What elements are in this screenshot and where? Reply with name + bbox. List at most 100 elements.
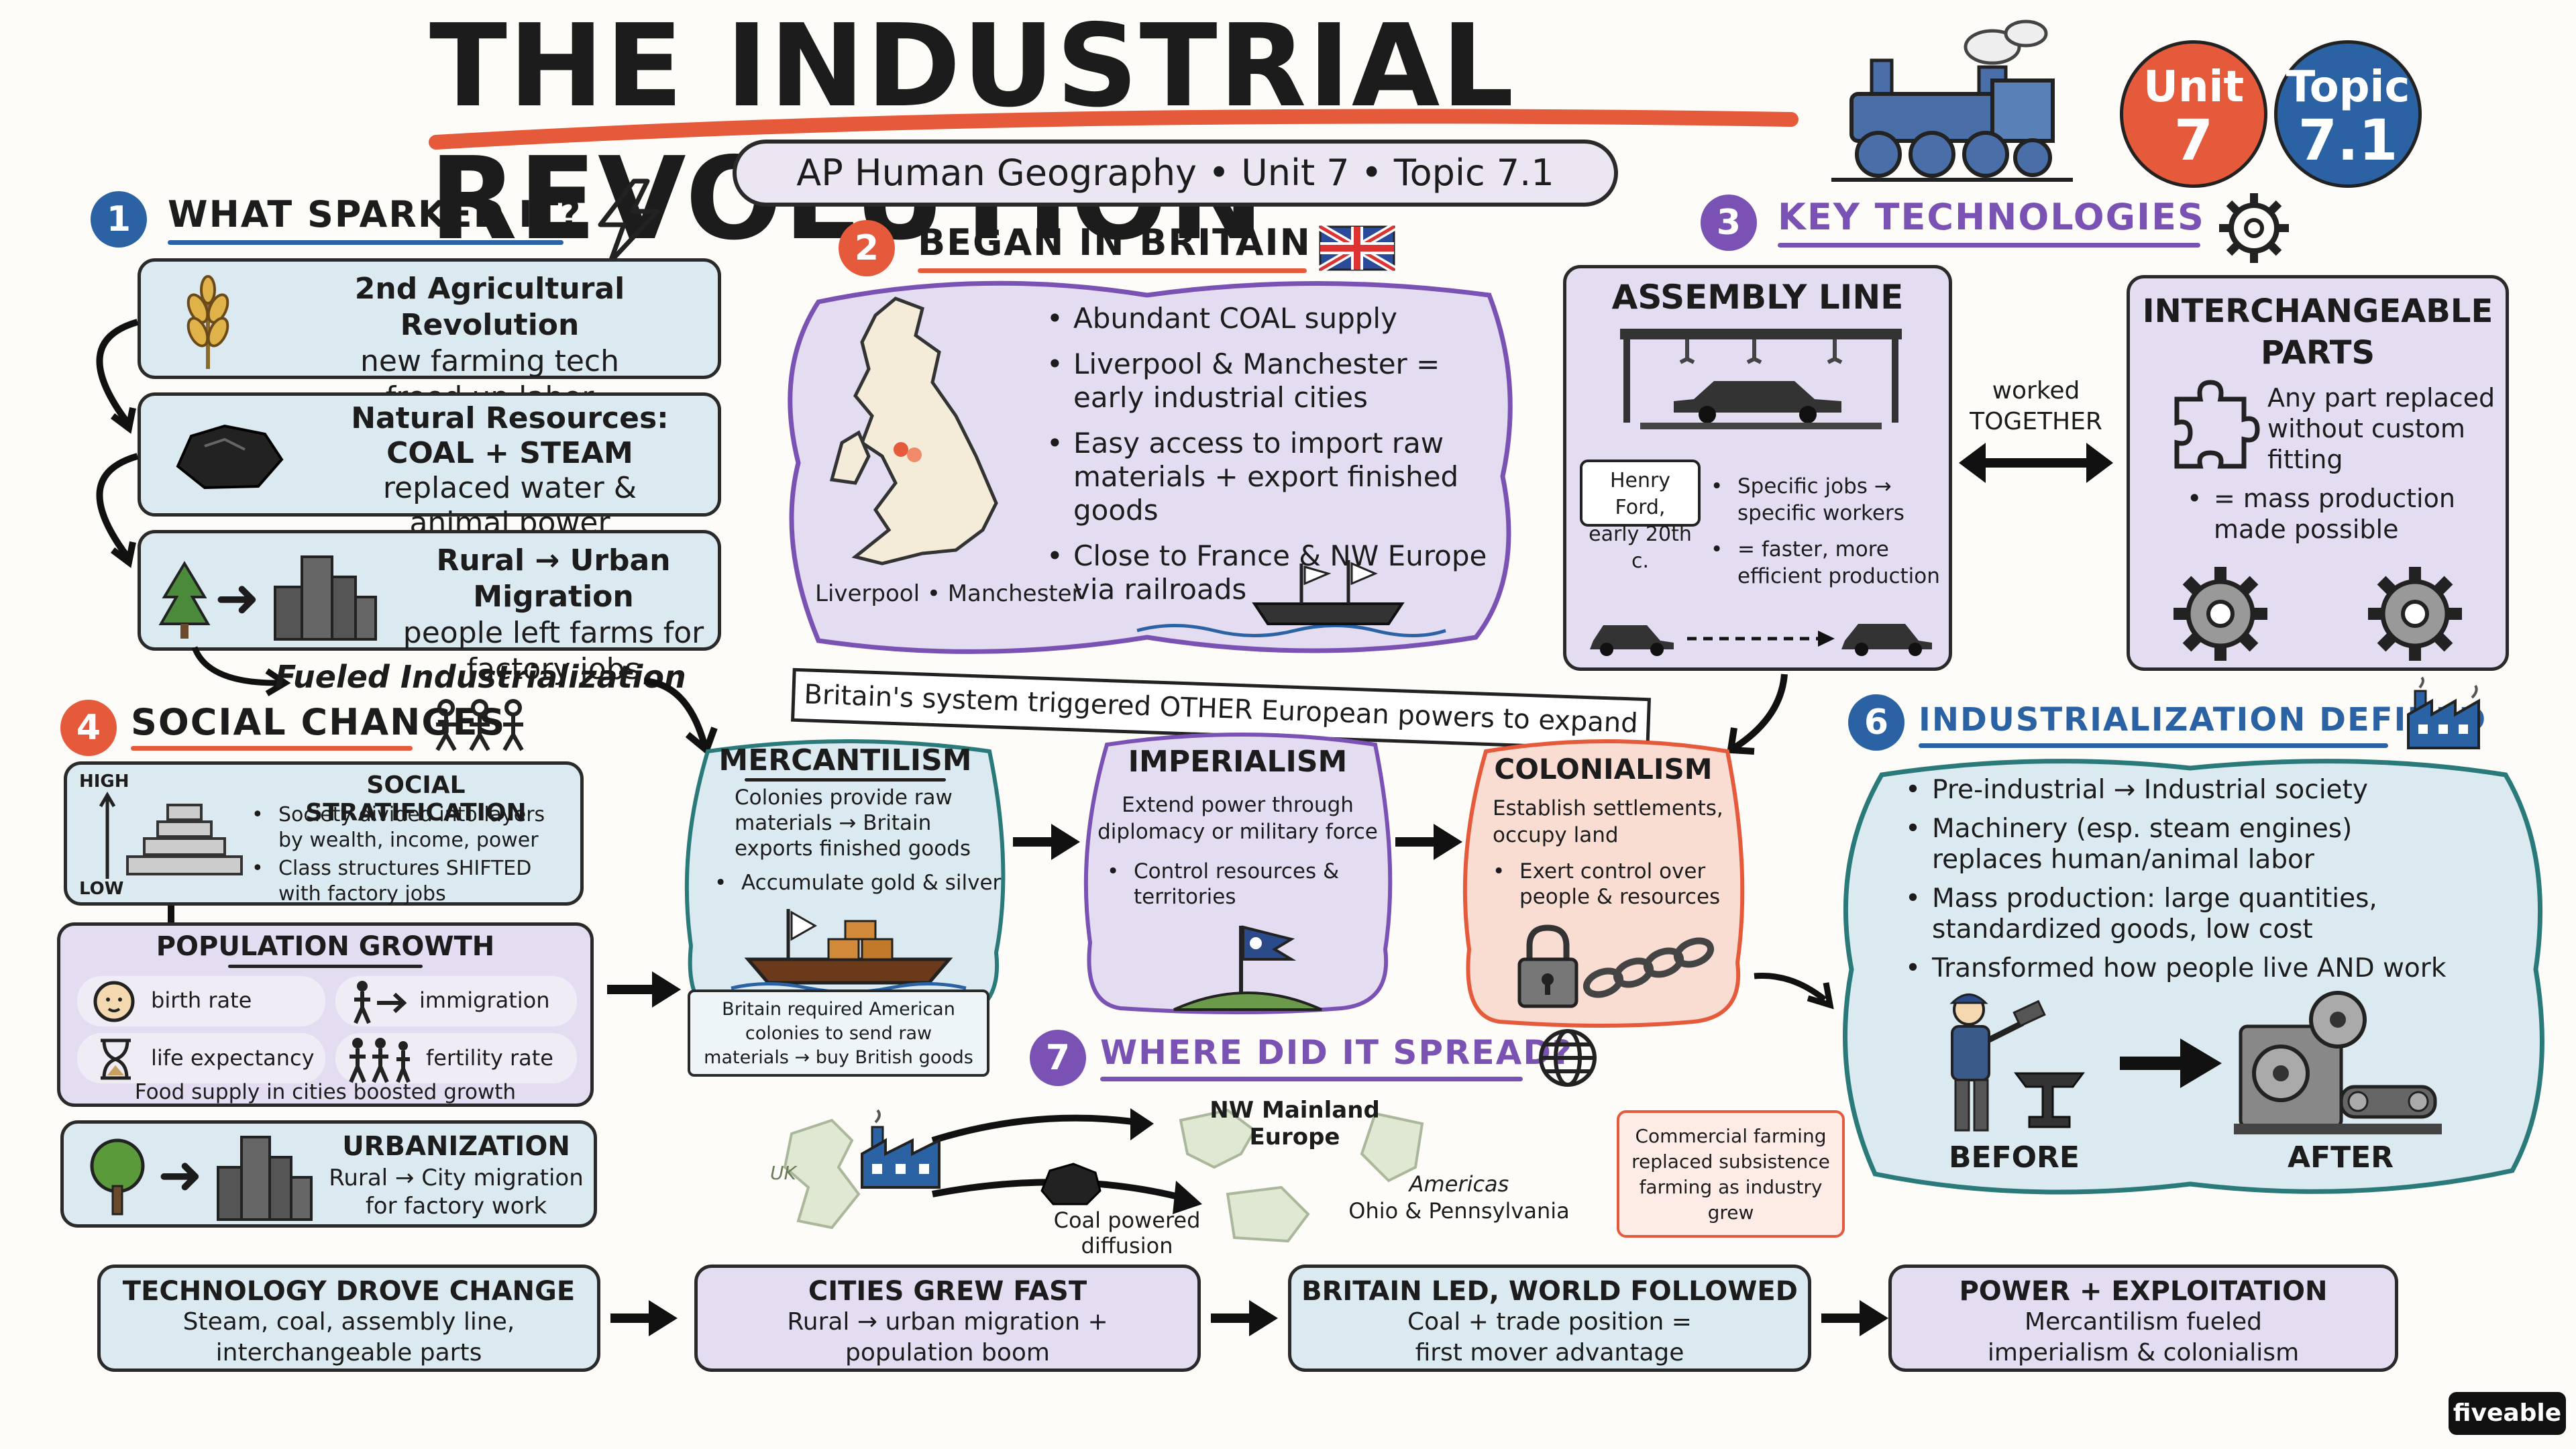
population-to-mercantilism-arrow <box>607 971 681 1008</box>
resources-line1: COAL + STEAM <box>386 436 633 470</box>
urban-arrow-icon: ➜ <box>158 1144 203 1206</box>
summary-title: CITIES GREW FAST <box>808 1276 1087 1307</box>
imperialism-line1: Extend power through <box>1122 793 1354 817</box>
henry-ford-line2: early 20th c. <box>1589 523 1692 573</box>
britain-map-label: Liverpool • Manchester <box>815 580 1081 607</box>
summary-card-technology: TECHNOLOGY DROVE CHANGE Steam, coal, ass… <box>97 1265 600 1372</box>
henry-ford-note: Henry Ford, early 20th c. <box>1580 460 1701 573</box>
summary-line1: Rural → urban migration + <box>787 1308 1108 1336</box>
urban-title: URBANIZATION <box>342 1131 570 1162</box>
urban-line1: Rural → City migration <box>329 1165 584 1191</box>
merc-note-line2: colonies to send raw <box>745 1023 932 1044</box>
fiveable-logo: fiveable <box>2449 1392 2566 1435</box>
imperialism-line2: diplomacy or military force <box>1097 820 1378 844</box>
colonialism-to-defined-arrow <box>1754 972 1834 1010</box>
section3-title: KEY TECHNOLOGIES <box>1778 196 2205 238</box>
summary-card-britain: BRITAIN LED, WORLD FOLLOWED Coal + trade… <box>1288 1265 1811 1372</box>
resources-title: Natural Resources: <box>351 401 669 435</box>
uk-label: UK <box>770 1162 796 1184</box>
gear-icon <box>2219 193 2289 263</box>
parts-desc1: Any part replaced <box>2267 383 2496 413</box>
section1-number: 1 <box>91 191 147 248</box>
parts-title-line1: INTERCHANGEABLE <box>2142 292 2493 330</box>
imperialism-bullet: Control resources &territories <box>1107 859 1375 910</box>
section7-title: WHERE DID IT SPREAD? <box>1100 1033 1573 1072</box>
section3-number: 3 <box>1701 195 1757 251</box>
title-underline <box>429 109 1799 150</box>
americas-line1: Americas <box>1409 1171 1509 1197</box>
baby-icon <box>93 981 135 1022</box>
summary-line1: Coal + trade position = <box>1407 1308 1692 1336</box>
summary-line1: Steam, coal, assembly line, <box>182 1308 515 1336</box>
flag-on-hill-icon <box>1173 925 1322 1011</box>
factory-icon <box>2407 676 2480 749</box>
summary-arrow-1 <box>610 1300 678 1336</box>
urban-line2: for factory work <box>365 1193 547 1220</box>
before-label: BEFORE <box>1949 1140 2080 1175</box>
section4-number: 4 <box>60 700 117 756</box>
tree-round-icon <box>90 1138 145 1216</box>
car-progression-icon <box>1590 624 1932 656</box>
section6-number: 6 <box>1848 694 1904 751</box>
pop-fertility-label: fertility rate <box>426 1045 553 1071</box>
imperialism-title: IMPERIALISM <box>1128 745 1348 779</box>
tree-icon <box>158 561 211 639</box>
mercantilism-title: MERCANTILISM <box>718 743 972 777</box>
assembly-bullets: Specific jobs →specific workers = faster… <box>1711 473 1952 590</box>
urbanization-card: ➜ URBANIZATION Rural → City migration fo… <box>60 1120 597 1228</box>
summary-title: TECHNOLOGY DROVE CHANGE <box>122 1276 576 1307</box>
britain-map-icon <box>829 297 998 566</box>
strat-high-label: HIGH <box>79 771 129 792</box>
steam-train-icon <box>1831 19 2073 182</box>
agri-title: 2nd Agricultural Revolution <box>354 272 625 342</box>
summary-line2: first mover advantage <box>1415 1339 1684 1366</box>
before-after-arrow <box>2120 1038 2222 1088</box>
defined-bullet: Machinery (esp. steam engines)replaces h… <box>1905 814 2522 875</box>
globe-icon <box>1539 1029 1597 1087</box>
summary-arrow-2 <box>1211 1300 1278 1336</box>
coal-lump-icon <box>1040 1163 1102 1205</box>
section7-underline <box>1100 1077 1523 1081</box>
colonialism-line1: Establish settlements, <box>1493 796 1723 820</box>
merc-note-line3: materials → buy British goods <box>704 1047 973 1068</box>
worked-line1: worked <box>1992 377 2080 405</box>
colonialism-line2: occupy land <box>1493 823 1619 847</box>
social-stratification-card: HIGH LOW SOCIAL STRATIFICATION Society d… <box>64 761 584 906</box>
subtitle-pill: AP Human Geography • Unit 7 • Topic 7.1 <box>733 140 1618 207</box>
people-icon <box>435 699 524 751</box>
lightning-icon <box>598 178 660 264</box>
parts-desc2: without custom <box>2267 414 2465 443</box>
resources-line2: replaced water & <box>382 471 637 505</box>
worked-together-label: worked TOGETHER <box>1959 376 2113 437</box>
merc-note-line1: Britain required American <box>722 999 955 1020</box>
parts-title: INTERCHANGEABLE PARTS <box>2130 290 2506 374</box>
gear-left-icon <box>2174 567 2267 661</box>
section7-number: 7 <box>1030 1030 1086 1086</box>
section2-number: 2 <box>839 220 895 276</box>
gear-right-icon <box>2368 567 2462 661</box>
britain-bullet: Abundant COAL supply <box>1046 302 1503 335</box>
summary-line2: imperialism & colonialism <box>1987 1339 2300 1366</box>
henry-ford-line1: Henry Ford, <box>1609 469 1671 519</box>
steamship-icon <box>1136 560 1446 637</box>
imperialism-to-colonialism-arrow <box>1395 824 1462 860</box>
section2-title: BEGAN IN BRITAIN <box>918 221 1311 264</box>
agri-line1: new farming tech <box>360 344 619 378</box>
walking-person-icon <box>354 981 407 1024</box>
topic-badge-number: 7.1 <box>2298 107 2398 173</box>
fueled-arrow <box>191 646 291 696</box>
migration-line2: factory jobs <box>466 652 641 686</box>
pop-life-label: life expectancy <box>151 1045 315 1071</box>
natural-resources-card: Natural Resources: COAL + STEAM replaced… <box>138 392 721 540</box>
farming-line1: Commercial farming <box>1635 1125 1827 1147</box>
coal-powered-line1: Coal powered <box>1053 1208 1201 1233</box>
section3-underline <box>1778 243 2200 248</box>
assembly-line-card: ASSEMBLY LINE Henry Ford, early 20th c. … <box>1563 265 1952 671</box>
summary-line2: interchangeable parts <box>215 1339 482 1366</box>
americas-line2: Ohio & Pennsylvania <box>1348 1198 1570 1224</box>
